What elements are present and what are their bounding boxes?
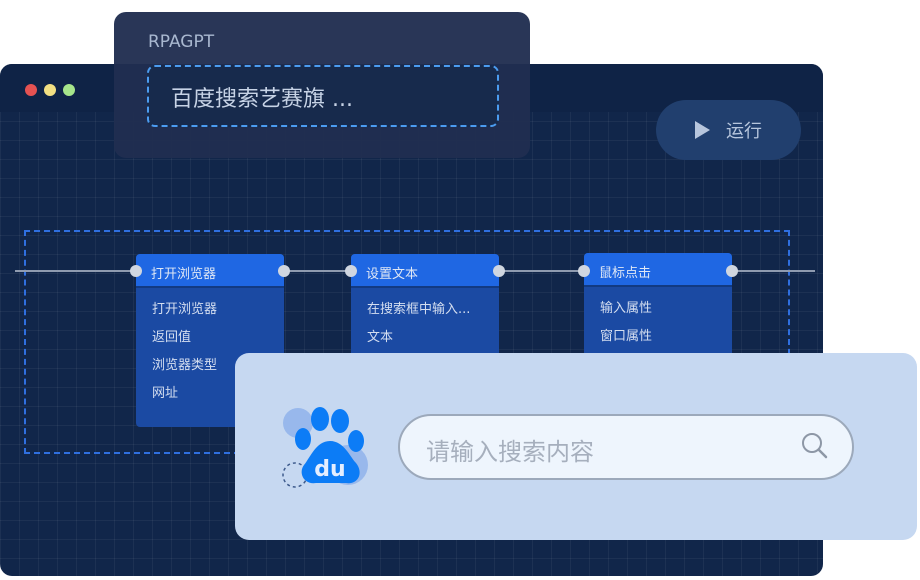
minimize-dot[interactable] bbox=[44, 84, 56, 96]
logo-text: du bbox=[314, 457, 345, 482]
output-port[interactable] bbox=[278, 265, 290, 277]
popup-title: RPAGPT bbox=[148, 32, 215, 52]
search-icon[interactable] bbox=[800, 431, 828, 459]
output-port[interactable] bbox=[726, 265, 738, 277]
baidu-search-card: du 请输入搜索内容 bbox=[235, 353, 917, 540]
node-title: 打开浏览器 bbox=[136, 254, 284, 288]
node-param: 浏览器类型 bbox=[152, 358, 218, 373]
output-port[interactable] bbox=[493, 265, 505, 277]
search-placeholder: 请输入搜索内容 bbox=[426, 438, 594, 466]
node-param: 窗口属性 bbox=[600, 329, 653, 344]
node-param: 返回值 bbox=[152, 330, 192, 345]
node-title: 设置文本 bbox=[351, 254, 499, 288]
close-dot[interactable] bbox=[25, 84, 37, 96]
node-open-browser[interactable]: 打开浏览器 打开浏览器 返回值 浏览器类型 网址 bbox=[136, 254, 284, 427]
input-port[interactable] bbox=[345, 265, 357, 277]
maximize-dot[interactable] bbox=[63, 84, 75, 96]
input-port[interactable] bbox=[130, 265, 142, 277]
prompt-input[interactable]: 百度搜索艺赛旗 ... bbox=[147, 65, 499, 127]
prompt-popup: RPAGPT 百度搜索艺赛旗 ... bbox=[114, 12, 530, 158]
node-param: 输入属性 bbox=[600, 301, 653, 316]
run-button[interactable]: 运行 bbox=[656, 100, 801, 160]
play-icon bbox=[695, 121, 710, 139]
node-title: 鼠标点击 bbox=[584, 253, 732, 287]
run-label: 运行 bbox=[726, 121, 762, 142]
node-param: 在搜索框中输入... bbox=[367, 302, 471, 317]
node-param: 网址 bbox=[152, 386, 179, 401]
search-input[interactable]: 请输入搜索内容 bbox=[398, 414, 854, 480]
node-param: 文本 bbox=[367, 330, 394, 345]
node-param: 打开浏览器 bbox=[152, 302, 218, 317]
input-port[interactable] bbox=[578, 265, 590, 277]
baidu-logo-icon: du bbox=[282, 407, 368, 488]
